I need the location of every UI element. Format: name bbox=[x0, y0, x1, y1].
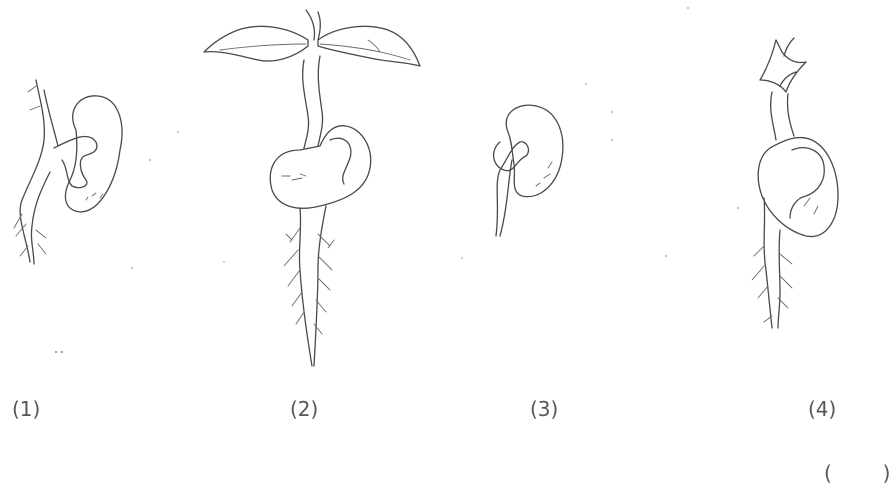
figure-1-drawing bbox=[14, 80, 122, 264]
figure-2-label: (2) bbox=[290, 397, 318, 421]
figure-4-drawing bbox=[752, 38, 838, 328]
figure-3-drawing bbox=[494, 105, 563, 236]
background-specks bbox=[55, 7, 739, 353]
figure-2-drawing bbox=[204, 10, 420, 366]
figure-3-label: (3) bbox=[530, 397, 558, 421]
answer-blank: ( ) bbox=[824, 461, 890, 485]
figure-1-label: (1) bbox=[12, 397, 40, 421]
figure-4-label: (4) bbox=[808, 397, 836, 421]
